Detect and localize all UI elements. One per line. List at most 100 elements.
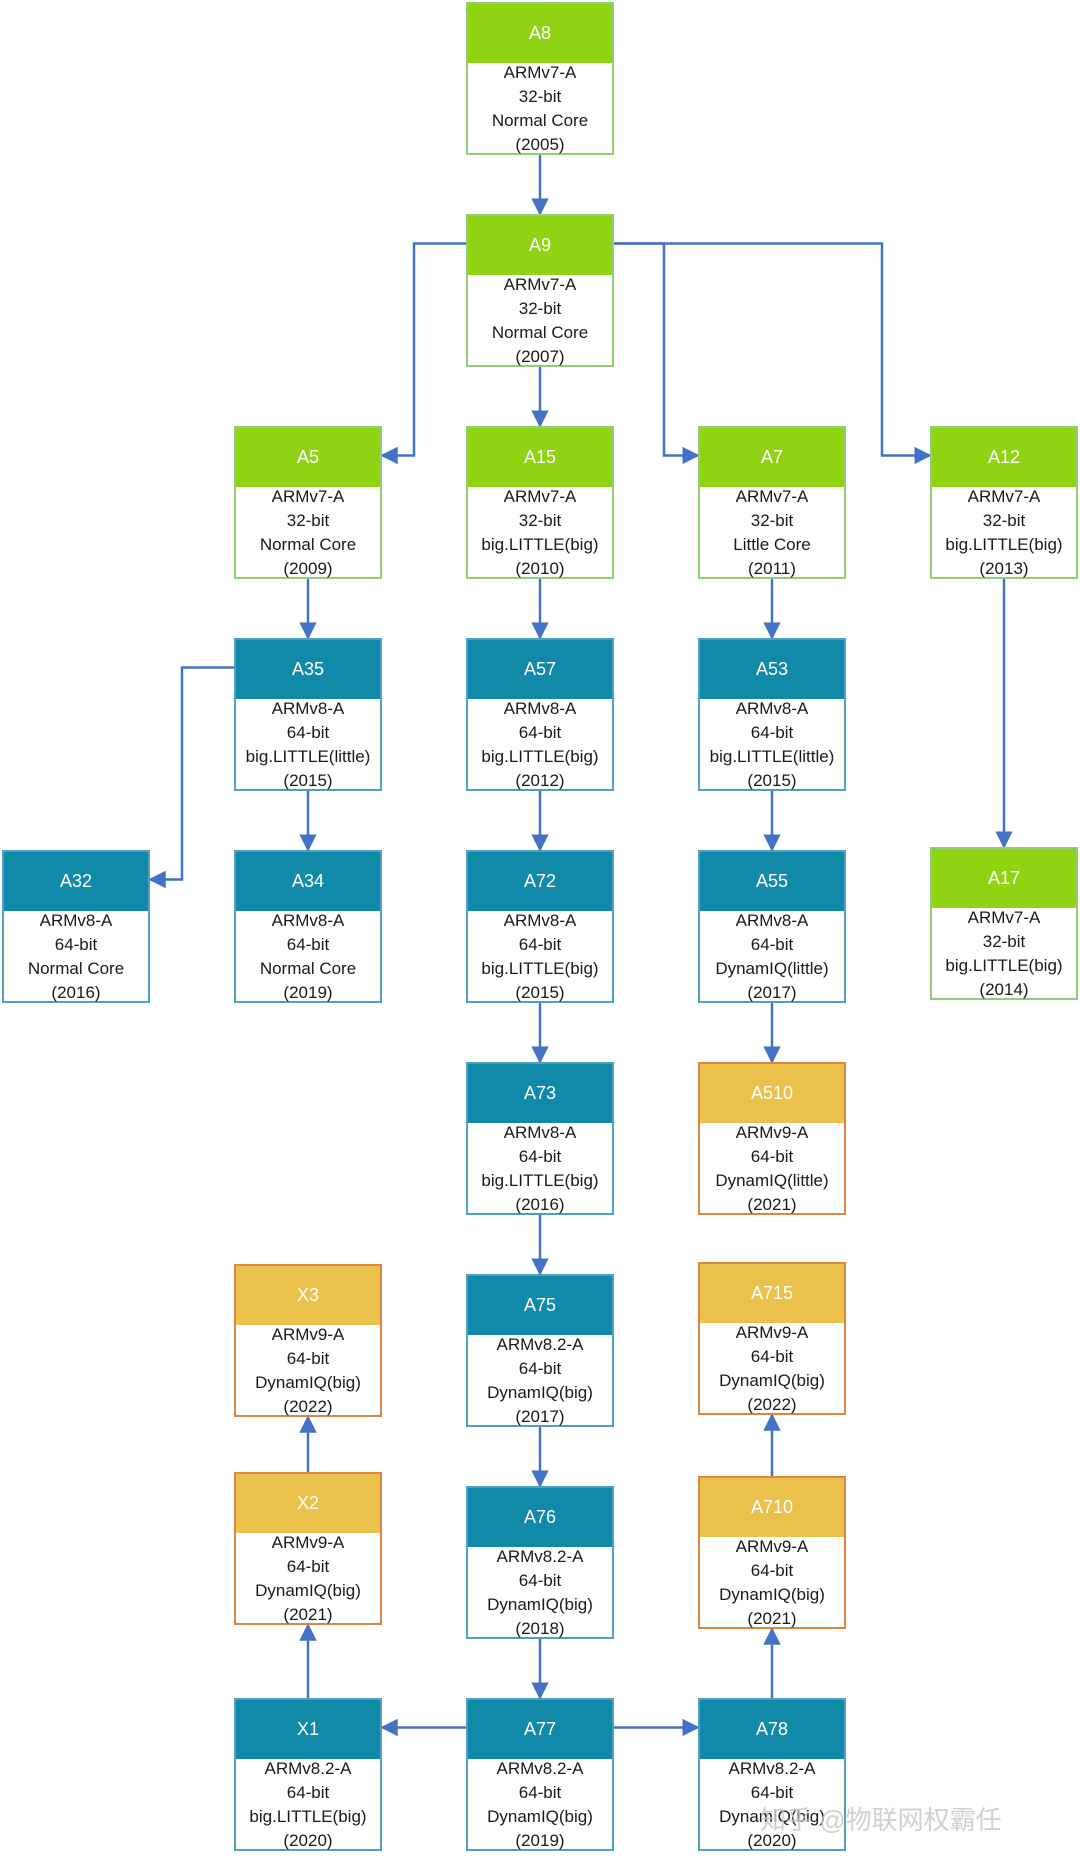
core-type: big.LITTLE(big) bbox=[481, 1171, 599, 1190]
core-arch: ARMv8-A bbox=[503, 699, 577, 718]
core-arch: ARMv8-A bbox=[735, 911, 809, 930]
edge-a9-to-a5 bbox=[380, 242, 466, 465]
core-type: DynamIQ(little) bbox=[715, 959, 829, 978]
core-type: DynamIQ(big) bbox=[255, 1373, 361, 1392]
core-year: (2018) bbox=[515, 1619, 565, 1638]
core-year: (2016) bbox=[515, 1195, 565, 1214]
core-arch: ARMv8-A bbox=[503, 1123, 577, 1142]
core-name: A73 bbox=[468, 1064, 612, 1123]
core-type: big.LITTLE(big) bbox=[481, 535, 599, 554]
core-type: DynamIQ(big) bbox=[487, 1595, 593, 1614]
core-name: A15 bbox=[468, 428, 612, 487]
core-bits: 32-bit bbox=[518, 299, 562, 318]
core-bits: 64-bit bbox=[518, 1571, 562, 1590]
core-year: (2022) bbox=[283, 1397, 333, 1416]
core-arch: ARMv9-A bbox=[735, 1323, 809, 1342]
core-bits: 32-bit bbox=[518, 87, 562, 106]
core-year: (2013) bbox=[979, 559, 1029, 578]
core-type: DynamIQ(big) bbox=[487, 1807, 593, 1826]
core-year: (2019) bbox=[515, 1831, 565, 1850]
core-name: A8 bbox=[468, 4, 612, 63]
core-year: (2010) bbox=[515, 559, 565, 578]
core-bits: 64-bit bbox=[518, 723, 562, 742]
core-year: (2020) bbox=[747, 1831, 797, 1850]
core-bits: 64-bit bbox=[518, 935, 562, 954]
core-bits: 32-bit bbox=[518, 511, 562, 530]
core-name: A34 bbox=[236, 852, 380, 911]
core-arch: ARMv8-A bbox=[271, 699, 345, 718]
core-year: (2012) bbox=[515, 771, 565, 790]
core-bits: 64-bit bbox=[518, 1783, 562, 1802]
core-arch: ARMv8-A bbox=[503, 911, 577, 930]
core-arch: ARMv9-A bbox=[271, 1325, 345, 1344]
watermark-text: 知乎 @物联网权霸任 bbox=[760, 1805, 1002, 1835]
core-name: A35 bbox=[236, 640, 380, 699]
core-name: A76 bbox=[468, 1488, 612, 1547]
core-bits: 64-bit bbox=[750, 1783, 794, 1802]
core-bits: 32-bit bbox=[750, 511, 794, 530]
core-name: A12 bbox=[932, 428, 1076, 487]
core-arch: ARMv9-A bbox=[271, 1533, 345, 1552]
core-bits: 64-bit bbox=[54, 935, 98, 954]
core-year: (2021) bbox=[283, 1605, 333, 1624]
core-bits: 32-bit bbox=[982, 932, 1026, 951]
core-year: (2015) bbox=[283, 771, 333, 790]
core-type: DynamIQ(big) bbox=[719, 1807, 825, 1826]
core-name: A72 bbox=[468, 852, 612, 911]
core-name: A75 bbox=[468, 1276, 612, 1335]
core-arch: ARMv8.2-A bbox=[496, 1759, 584, 1778]
core-year: (2014) bbox=[979, 980, 1029, 999]
core-bits: 64-bit bbox=[286, 723, 330, 742]
core-year: (2007) bbox=[515, 347, 565, 366]
core-year: (2019) bbox=[283, 983, 333, 1002]
core-name: A9 bbox=[468, 216, 612, 275]
core-arch: ARMv8.2-A bbox=[728, 1759, 816, 1778]
core-arch: ARMv7-A bbox=[967, 487, 1041, 506]
core-bits: 64-bit bbox=[750, 1561, 794, 1580]
core-year: (2009) bbox=[283, 559, 333, 578]
core-type: big.LITTLE(big) bbox=[249, 1807, 367, 1826]
core-name: A77 bbox=[468, 1700, 612, 1759]
core-arch: ARMv7-A bbox=[271, 487, 345, 506]
core-type: big.LITTLE(little) bbox=[709, 747, 835, 766]
core-year: (2017) bbox=[515, 1407, 565, 1426]
core-name: A5 bbox=[236, 428, 380, 487]
core-name: A53 bbox=[700, 640, 844, 699]
core-type: big.LITTLE(little) bbox=[245, 747, 371, 766]
core-arch: ARMv8-A bbox=[735, 699, 809, 718]
core-bits: 64-bit bbox=[750, 1147, 794, 1166]
core-arch: ARMv7-A bbox=[735, 487, 809, 506]
core-name: A7 bbox=[700, 428, 844, 487]
core-arch: ARMv8-A bbox=[271, 911, 345, 930]
core-arch: ARMv9-A bbox=[735, 1537, 809, 1556]
core-bits: 32-bit bbox=[286, 511, 330, 530]
core-type: DynamIQ(big) bbox=[719, 1585, 825, 1604]
core-name: X1 bbox=[236, 1700, 380, 1759]
core-bits: 64-bit bbox=[750, 723, 794, 742]
core-year: (2011) bbox=[748, 559, 796, 578]
core-arch: ARMv8.2-A bbox=[264, 1759, 352, 1778]
